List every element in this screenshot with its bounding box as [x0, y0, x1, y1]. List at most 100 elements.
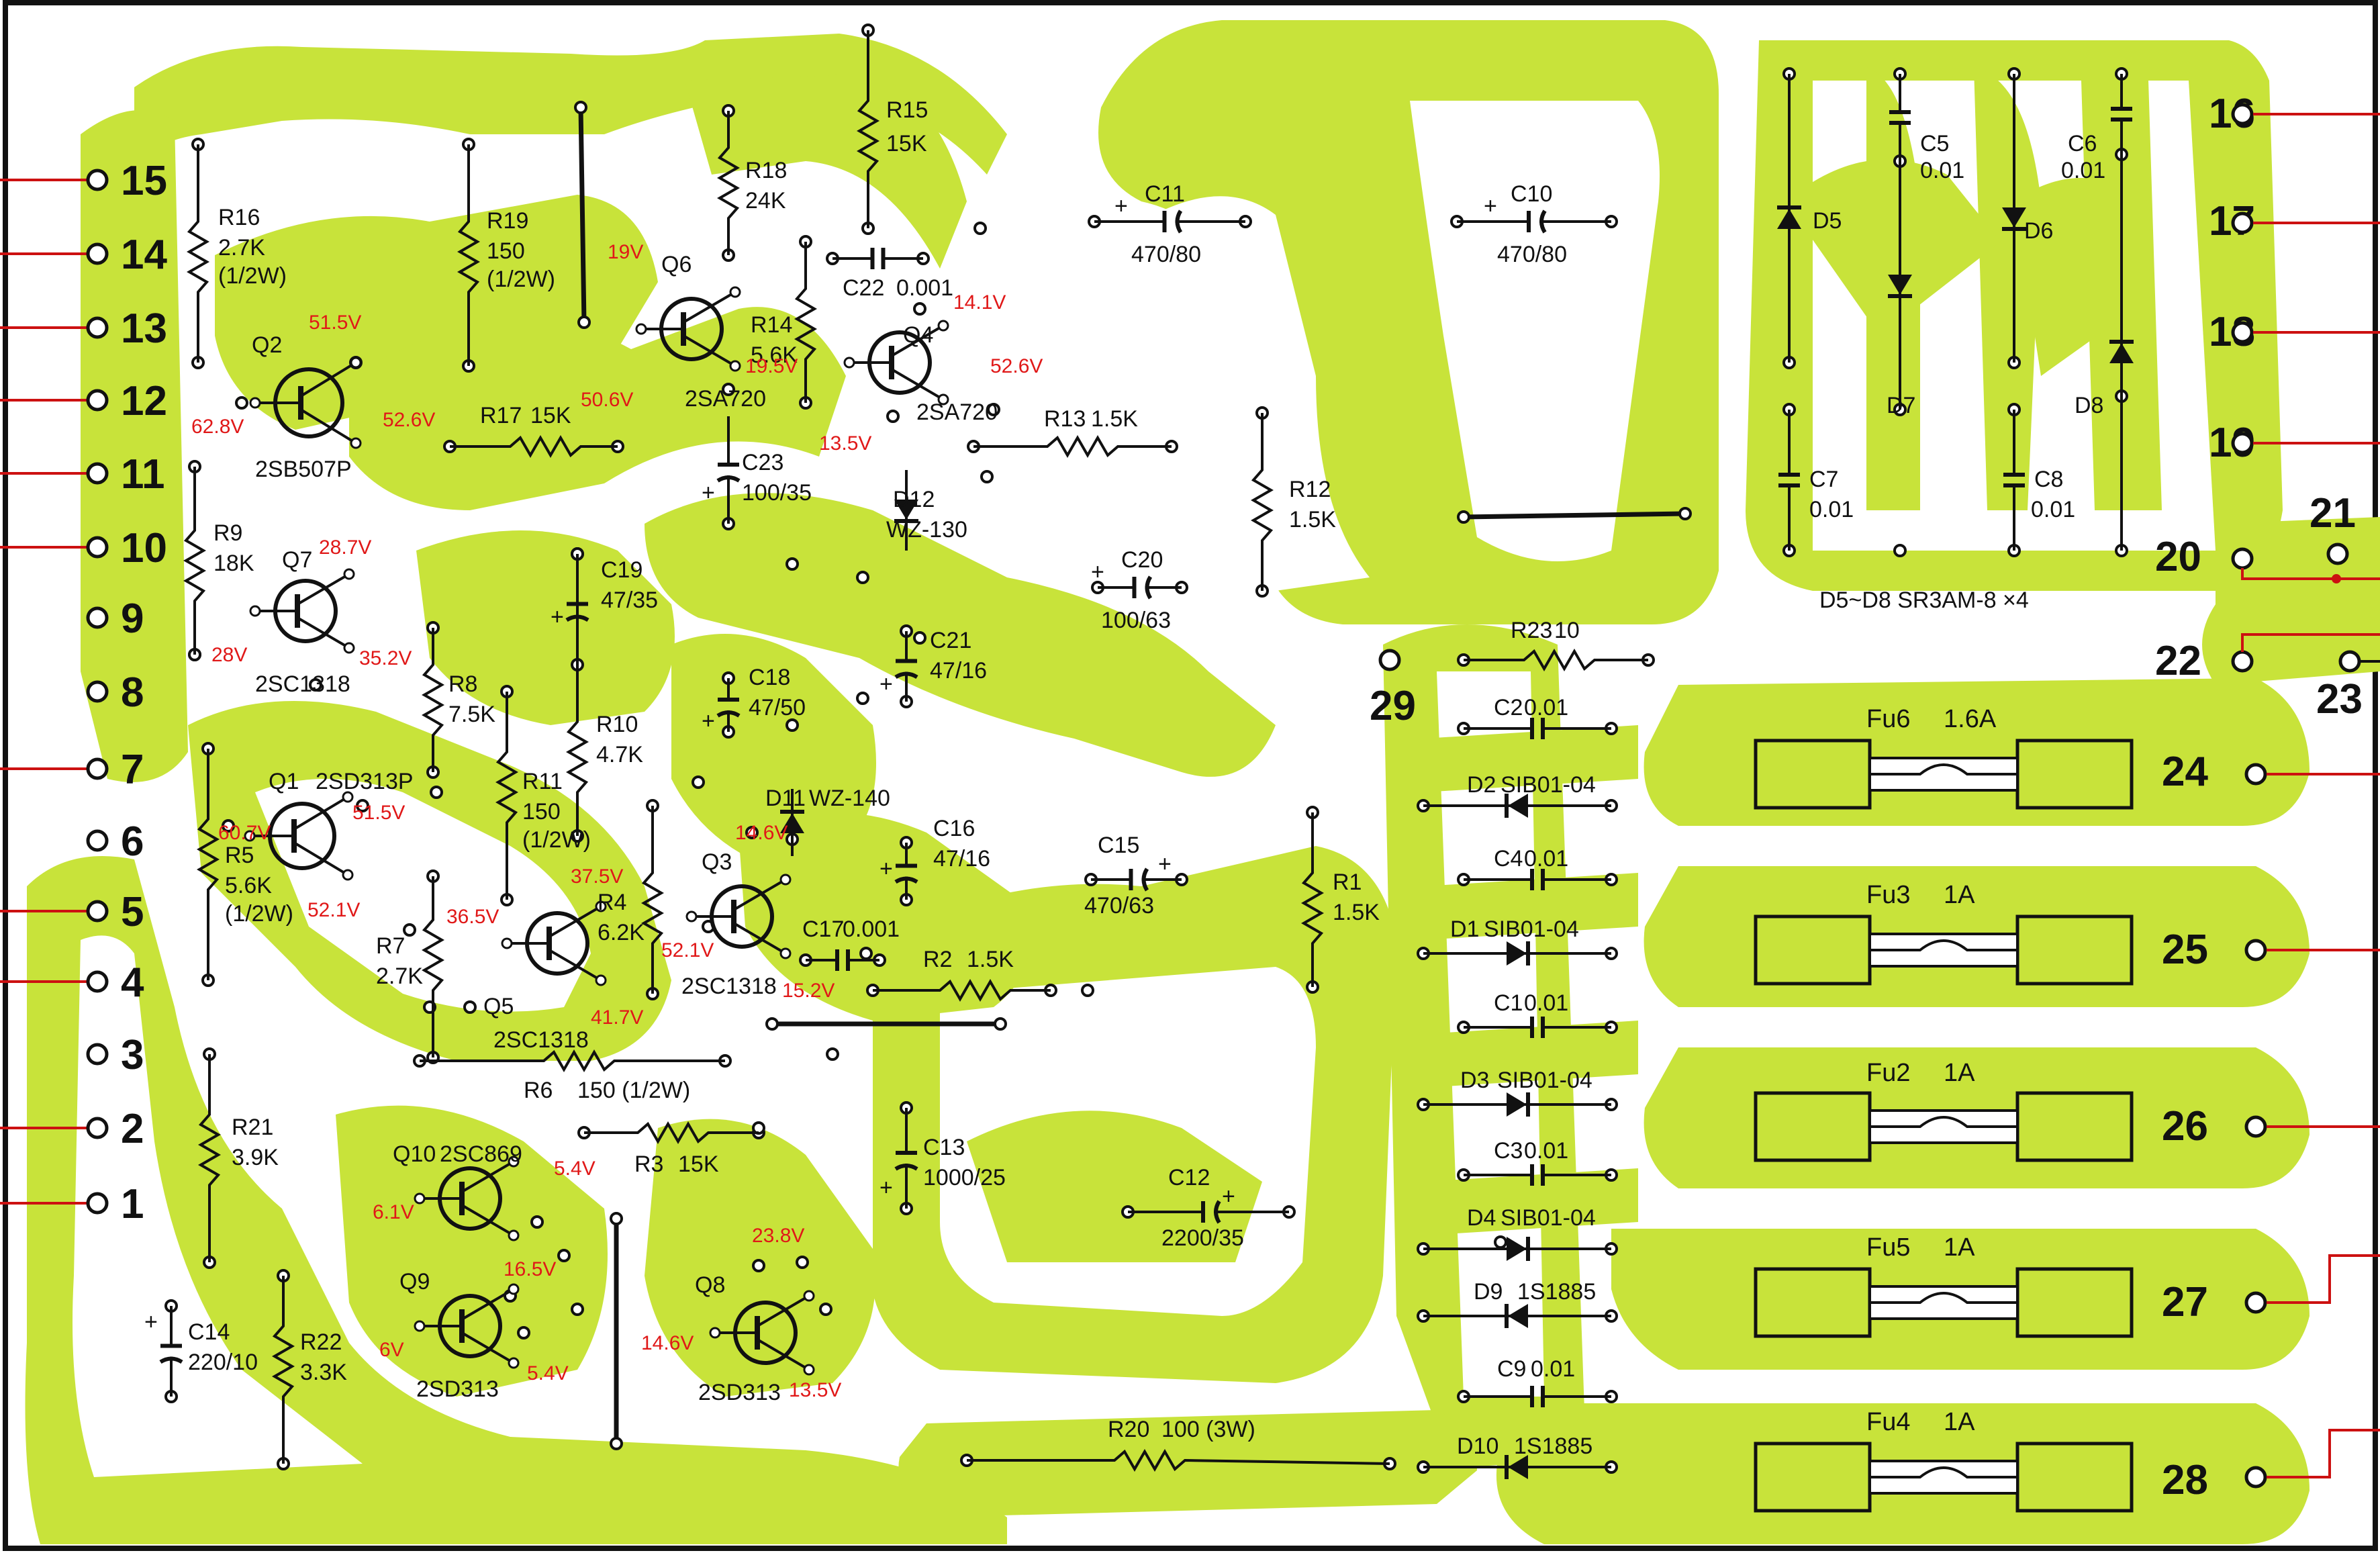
svg-text:15: 15 [121, 158, 167, 204]
terminal-3[interactable]: 3 [86, 1032, 144, 1078]
terminal-10[interactable]: 10 [0, 525, 167, 571]
terminal-12[interactable]: 12 [0, 378, 167, 424]
fuse-fu2 [1754, 1091, 2134, 1162]
right-terminals: 16 17 18 19 20 21 22 [1370, 91, 2380, 1503]
svg-text:+: + [879, 671, 893, 697]
terminal-22[interactable]: 22 [2155, 633, 2380, 684]
terminal-23[interactable]: 23 [2316, 650, 2380, 722]
svg-text:D9: D9 [1474, 1279, 1503, 1305]
svg-text:0.01: 0.01 [1524, 695, 1568, 720]
fuse-rating: 1.6A [1944, 705, 1997, 733]
svg-text:D4: D4 [1467, 1205, 1496, 1231]
terminal-7[interactable]: 7 [0, 747, 144, 793]
voltage-label: 37.5V [571, 865, 623, 888]
svg-text:10: 10 [1554, 618, 1580, 643]
terminal-8[interactable]: 8 [86, 669, 144, 716]
terminal-16[interactable]: 16 [2209, 91, 2380, 137]
terminal-18[interactable]: 18 [2209, 309, 2380, 355]
voltage-label: 28V [211, 644, 247, 666]
fuse-rating: 1A [1944, 881, 1975, 909]
terminal-17[interactable]: 17 [2209, 198, 2380, 244]
svg-text:(1/2W): (1/2W) [225, 901, 293, 927]
component-labels: R162.7K(1/2W)R19150(1/2W)R1824KR1515KR14… [188, 97, 2105, 1459]
terminal-25[interactable]: 25 [2162, 927, 2380, 973]
transistor-q1 [244, 791, 354, 881]
svg-text:R18: R18 [745, 158, 787, 183]
svg-text:C5: C5 [1920, 131, 1949, 156]
terminal-15[interactable]: 15 [0, 158, 167, 204]
transistor-q6 [635, 286, 741, 372]
svg-text:24: 24 [2162, 749, 2208, 795]
terminal-19[interactable]: 19 [2209, 420, 2380, 466]
terminal-14[interactable]: 14 [0, 232, 167, 278]
diode-d6: D6 [2024, 218, 2053, 244]
svg-text:R16: R16 [218, 205, 260, 230]
terminal-24[interactable]: 24 [2162, 749, 2380, 795]
svg-text:20: 20 [2155, 534, 2201, 580]
terminal-27[interactable]: 27 [2162, 1254, 2380, 1325]
transistor-q3 [685, 874, 792, 959]
svg-text:R8: R8 [448, 671, 477, 697]
svg-text:D2: D2 [1467, 772, 1496, 798]
terminal-9[interactable]: 9 [86, 596, 144, 642]
fuse-rating: 1A [1944, 1059, 1975, 1087]
svg-text:150: 150 [522, 799, 561, 825]
terminal-26[interactable]: 26 [2162, 1103, 2380, 1149]
terminal-6[interactable]: 6 [86, 818, 144, 865]
terminal-29[interactable]: 29 [1370, 649, 1416, 729]
svg-text:2SB507P: 2SB507P [255, 457, 352, 482]
svg-text:22: 22 [2155, 638, 2201, 684]
diode-group-note: D5~D8 SR3AM-8 ×4 [1819, 587, 2029, 613]
component-r8: R87.5K [448, 671, 495, 727]
svg-text:C16: C16 [933, 816, 975, 841]
svg-text:Q10: Q10 [393, 1141, 436, 1167]
fuse-label: Fu4 [1866, 1408, 1910, 1436]
svg-text:3.9K: 3.9K [232, 1145, 279, 1170]
svg-text:2200/35: 2200/35 [1161, 1225, 1244, 1251]
terminal-4[interactable]: 4 [0, 959, 144, 1006]
terminal-13[interactable]: 13 [0, 305, 167, 352]
fuse-fu3 [1754, 914, 2134, 986]
svg-text:0.01: 0.01 [1524, 1138, 1568, 1164]
terminal-2[interactable]: 2 [0, 1106, 144, 1152]
svg-text:15K: 15K [886, 131, 927, 156]
terminal-20[interactable]: 20 [2155, 534, 2380, 583]
svg-text:R12: R12 [1289, 477, 1331, 502]
voltage-label: 41.7V [591, 1006, 643, 1029]
terminal-5[interactable]: 5 [0, 889, 144, 935]
terminal-1[interactable]: 1 [0, 1181, 144, 1227]
svg-text:27: 27 [2162, 1279, 2208, 1325]
voltage-label: 13.5V [789, 1379, 841, 1401]
svg-text:C7: C7 [1809, 467, 1838, 492]
voltage-label: 52.6V [383, 409, 435, 431]
component-c7: C70.01 [1809, 467, 1854, 522]
voltage-label: 35.2V [359, 647, 412, 669]
terminal-28[interactable]: 28 [2162, 1429, 2380, 1503]
terminal-21[interactable]: 21 [2310, 490, 2356, 565]
svg-text:C19: C19 [601, 557, 642, 583]
terminal-11[interactable]: 11 [0, 451, 165, 498]
svg-text:150 (1/2W): 150 (1/2W) [577, 1078, 690, 1103]
transistor-q8 [709, 1290, 815, 1376]
svg-text:1.5K: 1.5K [1289, 507, 1336, 532]
svg-text:2SD313P: 2SD313P [316, 769, 414, 794]
svg-text:0.01: 0.01 [1920, 158, 1964, 183]
svg-text:14: 14 [121, 232, 167, 278]
svg-text:1.5K: 1.5K [967, 947, 1014, 972]
svg-text:C21: C21 [930, 628, 971, 653]
